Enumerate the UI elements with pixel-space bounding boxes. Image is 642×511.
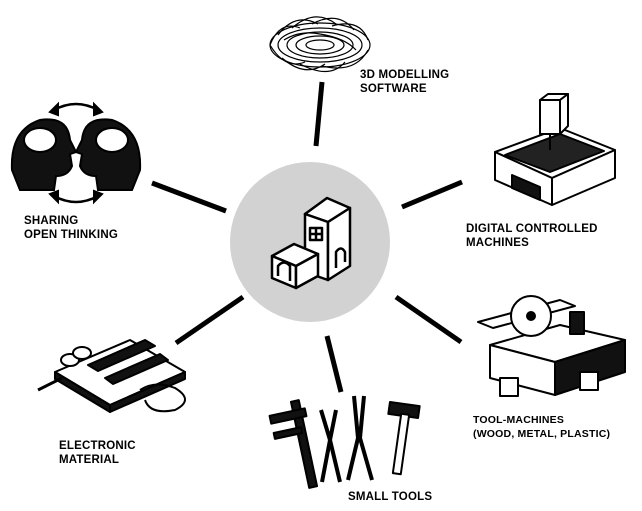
label-3d-modelling: 3D MODELLING SOFTWARE — [360, 69, 450, 95]
label-small-tools: SMALL TOOLS — [348, 491, 433, 503]
heads-brains-icon — [10, 101, 142, 205]
label-tool-machines: TOOL-MACHINES (WOOD, METAL, PLASTIC) — [473, 414, 611, 440]
label-electronic-material: ELECTRONIC MATERIAL — [59, 440, 136, 466]
cnc-machine-icon — [494, 93, 616, 206]
wireframe-torus-icon — [269, 16, 371, 73]
label-digital-controlled-machines: DIGITAL CONTROLLED MACHINES — [466, 223, 598, 249]
connector-3d-modelling — [313, 81, 325, 147]
circuit-board-icon — [37, 339, 186, 413]
connector-digital-machines — [401, 179, 463, 210]
buildings-icon — [270, 196, 352, 290]
connector-tool-machines — [394, 294, 463, 345]
connector-electronic — [174, 294, 245, 346]
connector-small-tools — [324, 335, 344, 393]
hand-tools-icon — [268, 395, 421, 489]
connector-sharing — [151, 180, 227, 214]
connector-lines — [151, 81, 463, 393]
table-saw-icon — [477, 295, 626, 397]
label-sharing-open-thinking: SHARING OPEN THINKING — [24, 215, 118, 241]
central-hub — [230, 162, 390, 322]
